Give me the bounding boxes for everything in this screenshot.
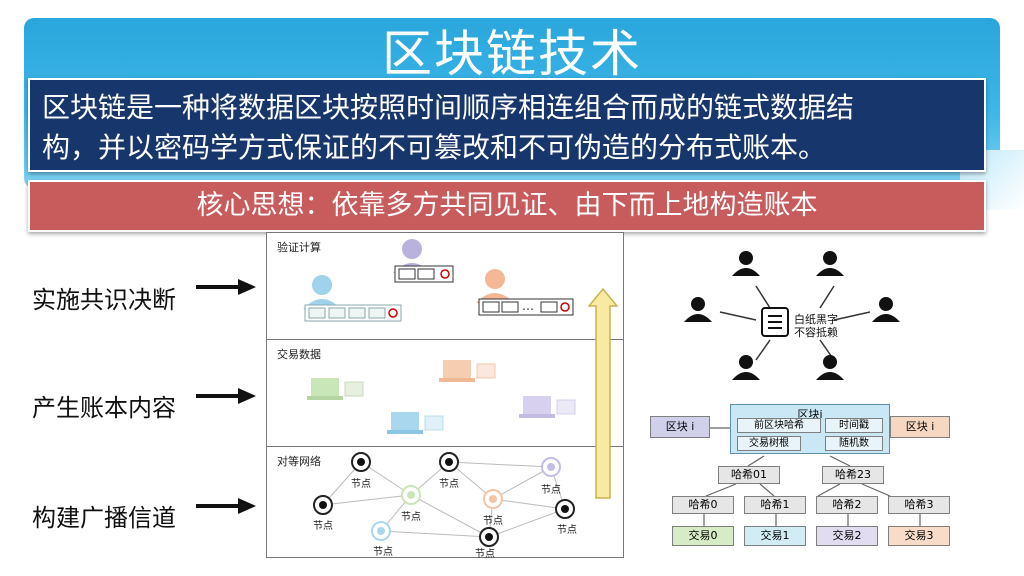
tx-3: 交易3 [888, 526, 950, 546]
node-icon [371, 521, 391, 541]
arrow-right-icon [196, 388, 256, 404]
block-field-prev-hash: 前区块哈希 [737, 418, 821, 433]
label-ledger-content: 产生账本内容 [32, 394, 176, 422]
txdata-illustration [307, 360, 576, 434]
ellipsis-text: … [522, 299, 534, 313]
page-title: 区块链技术 [382, 25, 642, 83]
definition-box: 区块链是一种将数据区块按照时间顺序相连组合而成的链式数据结 构，并以密码学方式保… [28, 78, 986, 172]
tx-0: 交易0 [672, 526, 734, 546]
label-broadcast-channel: 构建广播信道 [32, 504, 176, 532]
ledger-document-icon [761, 307, 789, 337]
definition-line-2: 构，并以密码学方式保证的不可篡改和不可伪造的分布式账本。 [42, 131, 827, 164]
ledger-consensus-illustration [684, 251, 900, 380]
user-icon [303, 275, 341, 309]
node-icon [351, 452, 371, 472]
hash-2: 哈希2 [816, 496, 878, 514]
person-icon [732, 355, 760, 380]
panel-txdata: 交易数据 [266, 339, 624, 447]
node-label: 节点 [351, 479, 371, 490]
node-icon [541, 457, 561, 477]
laptop-icon [439, 360, 496, 382]
node-label: 节点 [401, 512, 421, 523]
laptop-icon [519, 396, 576, 418]
node-label: 节点 [313, 521, 333, 532]
definition-line-1: 区块链是一种将数据区块按照时间顺序相连组合而成的链式数据结 [42, 91, 855, 124]
panel-verify: 验证计算 … [266, 232, 624, 340]
person-icon [872, 297, 900, 322]
p2p-network-diagram [313, 452, 575, 547]
node-icon [401, 485, 421, 505]
panel-p2p: 对等网络 节点 节点 节点 节点 节点 节点 节点 节点 节点 [266, 446, 624, 560]
node-label: 节点 [475, 549, 495, 560]
person-icon [684, 297, 712, 322]
person-icon [816, 355, 844, 380]
person-icon [732, 251, 760, 276]
tx-1: 交易1 [744, 526, 806, 546]
block-i-title: 区块i [797, 408, 823, 421]
hash-1: 哈希1 [744, 496, 806, 514]
panel-verify-title: 验证计算 [277, 241, 321, 254]
block-field-timestamp: 时间戳 [825, 418, 883, 433]
hash-01: 哈希01 [718, 466, 780, 484]
node-label: 节点 [541, 485, 561, 496]
ledger-caption-line-2: 不容抵赖 [794, 326, 838, 339]
laptop-icon [387, 412, 444, 434]
user-icon [476, 269, 514, 303]
person-icon [816, 251, 844, 276]
ledger-caption-line-1: 白纸黑字 [794, 313, 838, 326]
node-icon [313, 495, 333, 515]
block-structure-connectors [690, 427, 921, 526]
verify-illustration [303, 239, 574, 322]
block-field-tx-root: 交易树根 [737, 436, 801, 451]
node-icon [439, 452, 459, 472]
block-field-nonce: 随机数 [825, 436, 883, 451]
hash-23: 哈希23 [822, 466, 884, 484]
hash-0: 哈希0 [672, 496, 734, 514]
prev-block: 区块 i [650, 416, 710, 438]
hash-3: 哈希3 [888, 496, 950, 514]
tx-2: 交易2 [816, 526, 878, 546]
node-label: 节点 [483, 516, 503, 527]
upward-arrow-icon [588, 288, 618, 499]
label-consensus: 实施共识决断 [32, 286, 176, 314]
node-icon [483, 489, 503, 509]
node-label: 节点 [557, 525, 577, 536]
arrow-right-icon [196, 498, 256, 514]
next-block: 区块 i [890, 416, 950, 438]
panel-txdata-title: 交易数据 [277, 348, 321, 361]
node-icon [555, 499, 575, 519]
node-label: 节点 [439, 479, 459, 490]
node-icon [479, 527, 499, 547]
laptop-icon [307, 378, 364, 400]
panel-p2p-title: 对等网络 [277, 455, 321, 468]
arrow-right-icon [196, 279, 256, 295]
ledger-caption: 白纸黑字 不容抵赖 [794, 313, 838, 339]
core-idea-box: 核心思想：依靠多方共同见证、由下而上地构造账本 [28, 180, 986, 232]
node-label: 节点 [373, 547, 393, 558]
